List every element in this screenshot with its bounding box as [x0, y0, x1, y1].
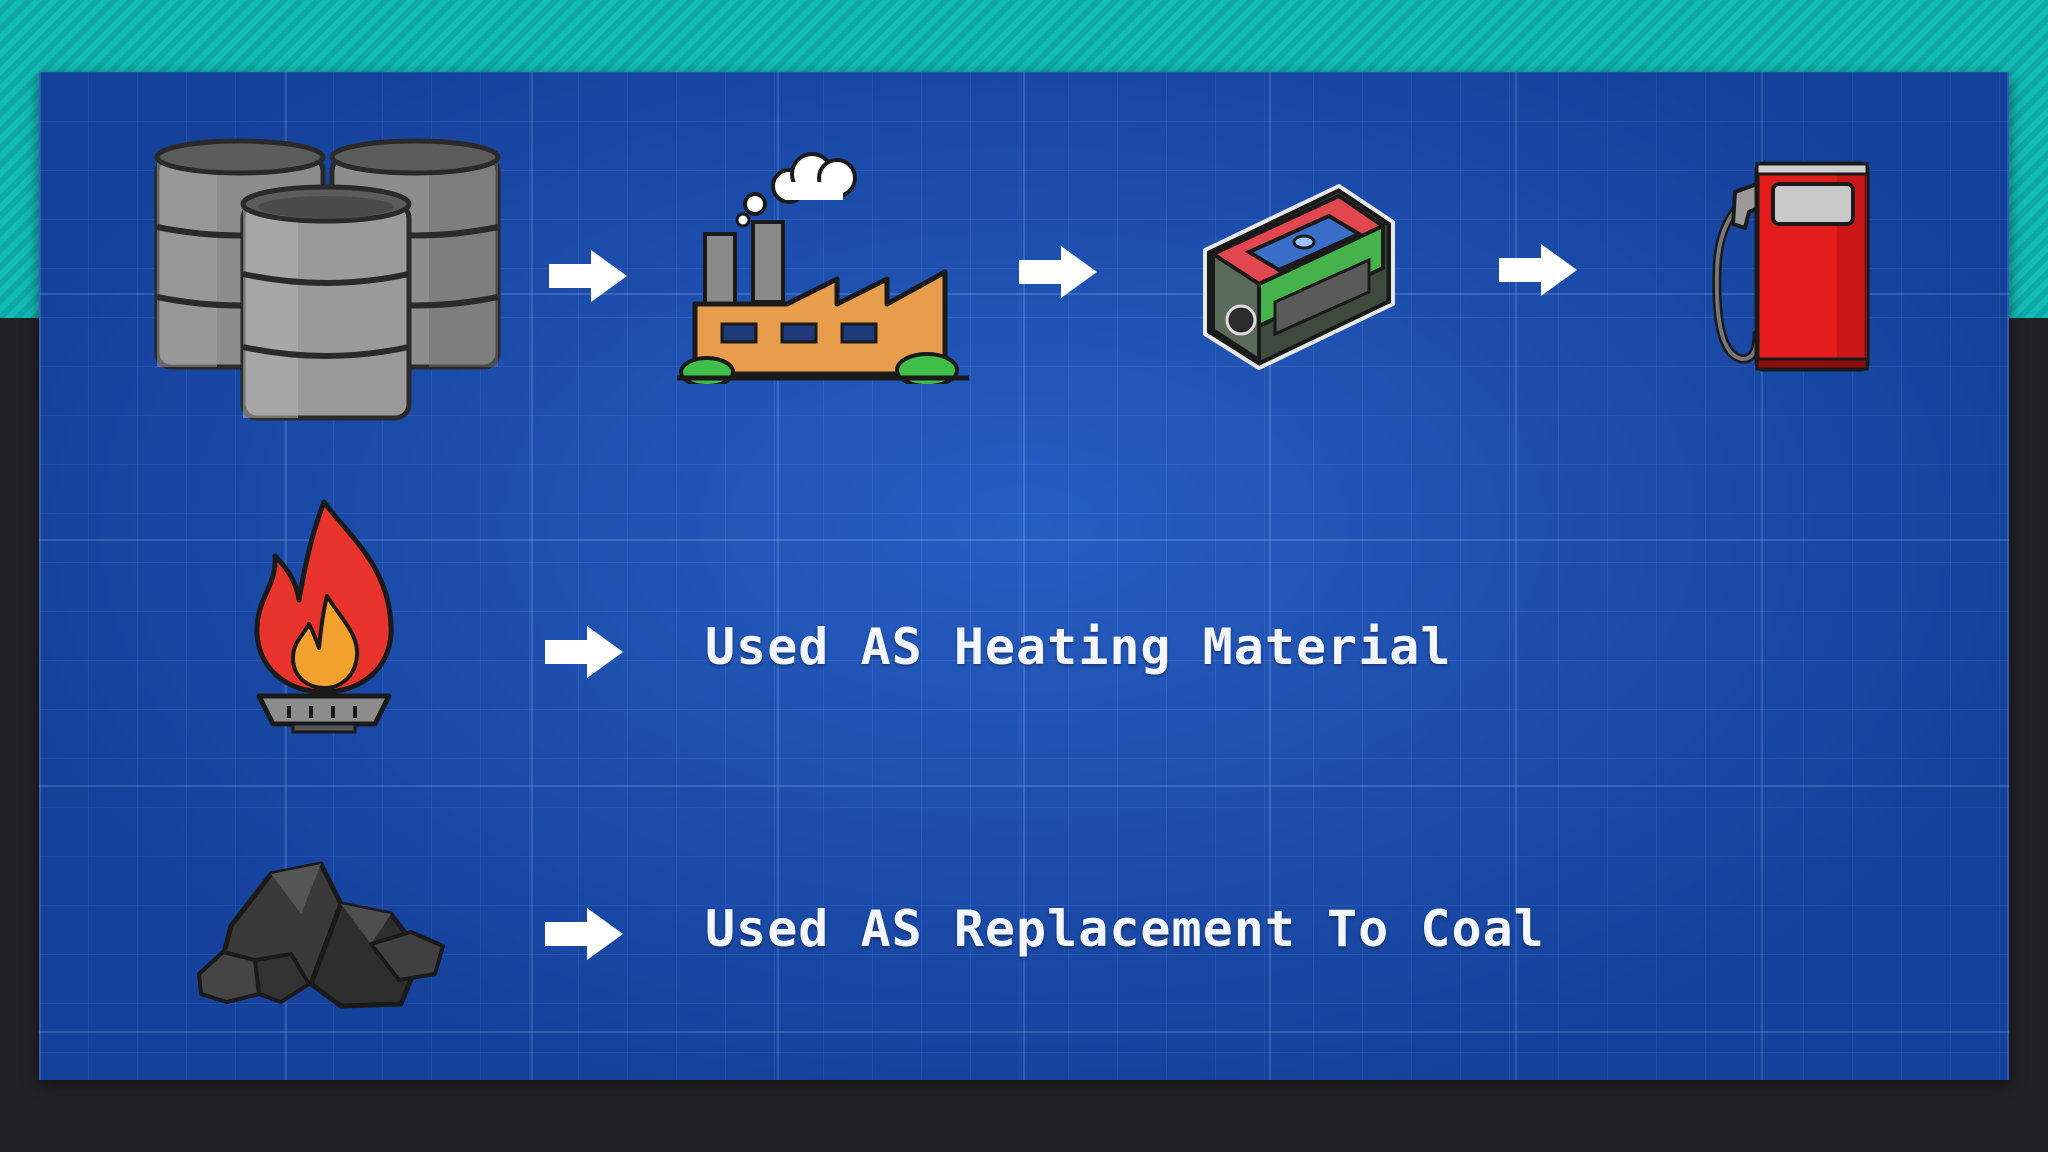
- barrel-front: [240, 184, 412, 421]
- fuel-pump-icon: [1687, 154, 1887, 378]
- smoke-cloud: [735, 152, 857, 228]
- factory-icon: [677, 144, 977, 388]
- arrow-right-icon: [543, 906, 625, 962]
- heating-material-caption: Used AS Heating Material: [705, 618, 1452, 676]
- gas-flame-icon: [239, 496, 409, 740]
- arrow-right-icon: [543, 624, 625, 680]
- arrow-right-icon: [1017, 244, 1099, 300]
- generator-icon: [1179, 172, 1419, 376]
- blueprint-panel: Used AS Heating Material Used AS Replace…: [39, 72, 2009, 1080]
- arrow-right-icon: [547, 248, 629, 304]
- arrow-right-icon: [1497, 242, 1579, 298]
- coal-replacement-caption: Used AS Replacement To Coal: [705, 900, 1545, 958]
- coal-icon: [191, 834, 471, 1018]
- oil-barrels-icon: [149, 132, 509, 436]
